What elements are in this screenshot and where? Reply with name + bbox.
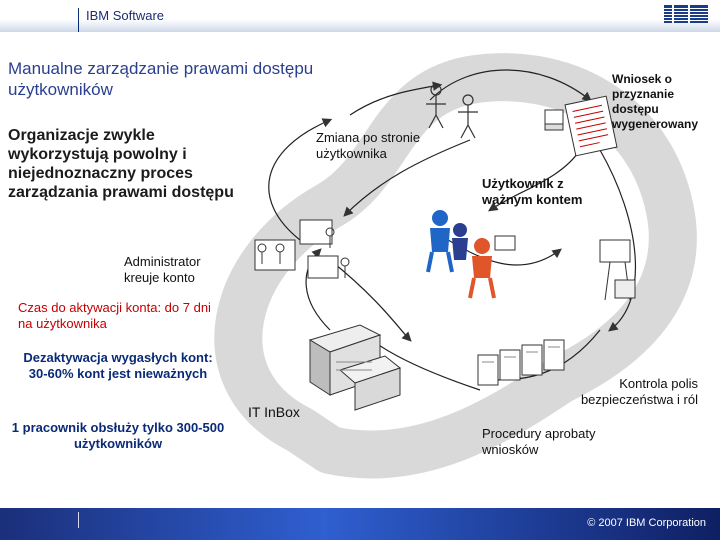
active-users-icon xyxy=(426,210,516,299)
footer-bar: © 2007 IBM Corporation xyxy=(0,508,720,540)
label-approval-procedures: Procedury aprobaty wniosków xyxy=(482,426,596,457)
slide-title: Manualne zarządzanie prawami dostępu uży… xyxy=(8,59,314,99)
label-staff-capacity: 1 pracownik obsłuży tylko 300-500 użytko… xyxy=(11,420,225,451)
label-policy-control: Kontrola polis bezpieczeństwa i ról xyxy=(580,376,698,407)
main-bullet: Organizacje zwykle wykorzystują powolny … xyxy=(8,127,234,201)
label-user-valid-account: Użytkownik z ważnym kontem xyxy=(482,176,583,207)
header-divider xyxy=(78,8,79,32)
label-admin-creates: Administrator kreuje konto xyxy=(124,254,201,285)
approval-documents-icon xyxy=(477,339,565,386)
label-deactivation: Dezaktywacja wygasłych kont: 30-60% kont… xyxy=(23,350,213,381)
policy-control-icon xyxy=(599,239,636,301)
admin-group-icon xyxy=(254,219,350,279)
user-change-person-icon xyxy=(426,84,478,139)
copyright-text: © 2007 IBM Corporation xyxy=(587,517,706,529)
request-document-icon xyxy=(544,95,618,157)
footer-divider xyxy=(78,512,79,528)
label-it-inbox: IT InBox xyxy=(248,404,300,420)
label-user-change: Zmiana po stronie użytkownika xyxy=(316,130,421,161)
header-bar: IBM Software xyxy=(0,0,720,32)
label-access-request: Wniosek o przyznanie dostępu wygenerowan… xyxy=(612,72,699,131)
brand-label: IBM Software xyxy=(86,8,165,23)
it-inbox-server-icon xyxy=(308,324,402,411)
ibm-logo-icon xyxy=(664,5,708,23)
label-activation-time: Czas do aktywacji konta: do 7 dni na uży… xyxy=(18,300,211,331)
